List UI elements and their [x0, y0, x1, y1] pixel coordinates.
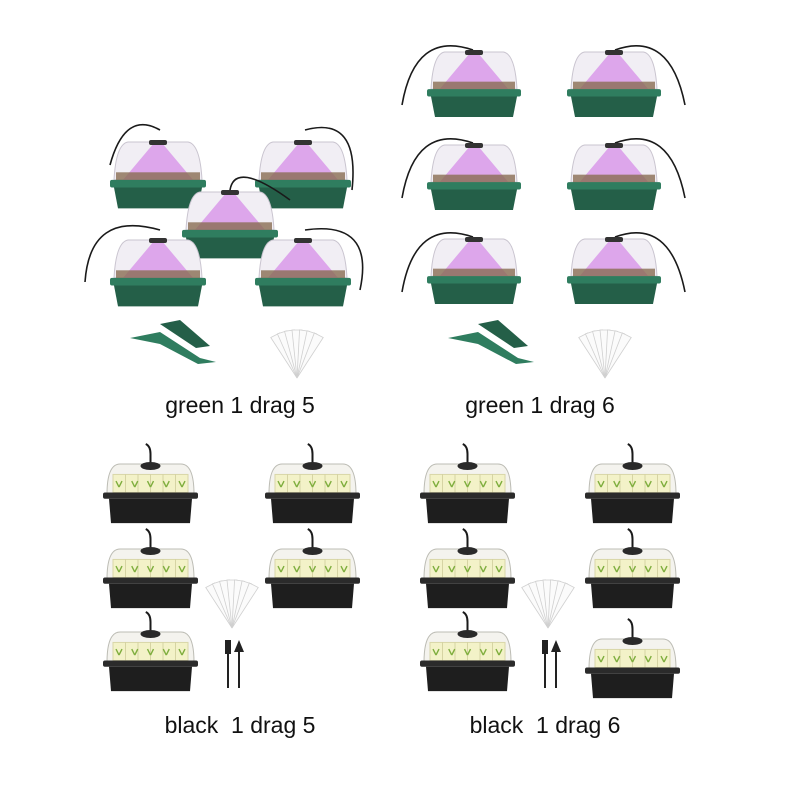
grow-tray-icon	[585, 443, 680, 524]
plant-label-icon	[521, 579, 575, 629]
variant-label-black-5: black 1 drag 5	[164, 712, 316, 738]
grow-tray-icon	[420, 611, 515, 692]
power-cable-icon	[145, 528, 152, 551]
transplant-tool-icon	[542, 640, 561, 688]
grow-tray-icon	[103, 528, 198, 609]
grow-tray-icon	[567, 232, 686, 305]
power-cable-icon	[614, 45, 686, 106]
power-cable-icon	[307, 528, 314, 551]
grow-tray-icon	[401, 232, 521, 305]
power-cable-icon	[304, 126, 354, 191]
grow-tray-icon	[255, 126, 354, 209]
grow-tray-icon	[401, 138, 521, 211]
power-cable-icon	[614, 138, 686, 199]
grow-tray-icon	[567, 45, 686, 118]
grow-tray-icon	[255, 228, 364, 307]
power-cable-icon	[627, 618, 634, 641]
power-cable-icon	[462, 528, 469, 551]
grow-tray-icon	[585, 618, 680, 699]
grow-tray-icon	[182, 176, 291, 259]
grow-tray-icon	[103, 611, 198, 692]
transplant-tool-icon	[448, 320, 534, 364]
power-cable-icon	[145, 443, 152, 466]
grow-tray-icon	[420, 528, 515, 609]
power-cable-icon	[304, 228, 364, 291]
variant-label-green-5: green 1 drag 5	[165, 392, 315, 418]
transplant-tool-icon	[130, 320, 216, 364]
power-cable-icon	[401, 232, 474, 293]
grow-tray-icon	[103, 443, 198, 524]
plant-label-icon	[270, 329, 324, 379]
power-cable-icon	[627, 528, 634, 551]
power-cable-icon	[229, 176, 291, 201]
power-cable-icon	[401, 138, 474, 199]
plant-label-icon	[578, 329, 632, 379]
variant-label-black-6: black 1 drag 6	[469, 712, 621, 738]
power-cable-icon	[84, 224, 161, 283]
power-cable-icon	[109, 123, 161, 166]
power-cable-icon	[462, 611, 469, 634]
power-cable-icon	[614, 232, 686, 293]
power-cable-icon	[401, 45, 474, 106]
plant-label-icon	[205, 579, 259, 629]
variant-label-green-6: green 1 drag 6	[465, 392, 615, 418]
grow-tray-icon	[109, 123, 206, 209]
grow-tray-icon	[585, 528, 680, 609]
power-cable-icon	[145, 611, 152, 634]
power-cable-icon	[462, 443, 469, 466]
grow-tray-icon	[567, 138, 686, 211]
grow-tray-icon	[265, 528, 360, 609]
transplant-tool-icon	[225, 640, 244, 688]
grow-tray-icon	[420, 443, 515, 524]
grow-tray-icon	[265, 443, 360, 524]
grow-tray-icon	[84, 224, 206, 307]
power-cable-icon	[627, 443, 634, 466]
power-cable-icon	[307, 443, 314, 466]
grow-tray-icon	[401, 45, 521, 118]
